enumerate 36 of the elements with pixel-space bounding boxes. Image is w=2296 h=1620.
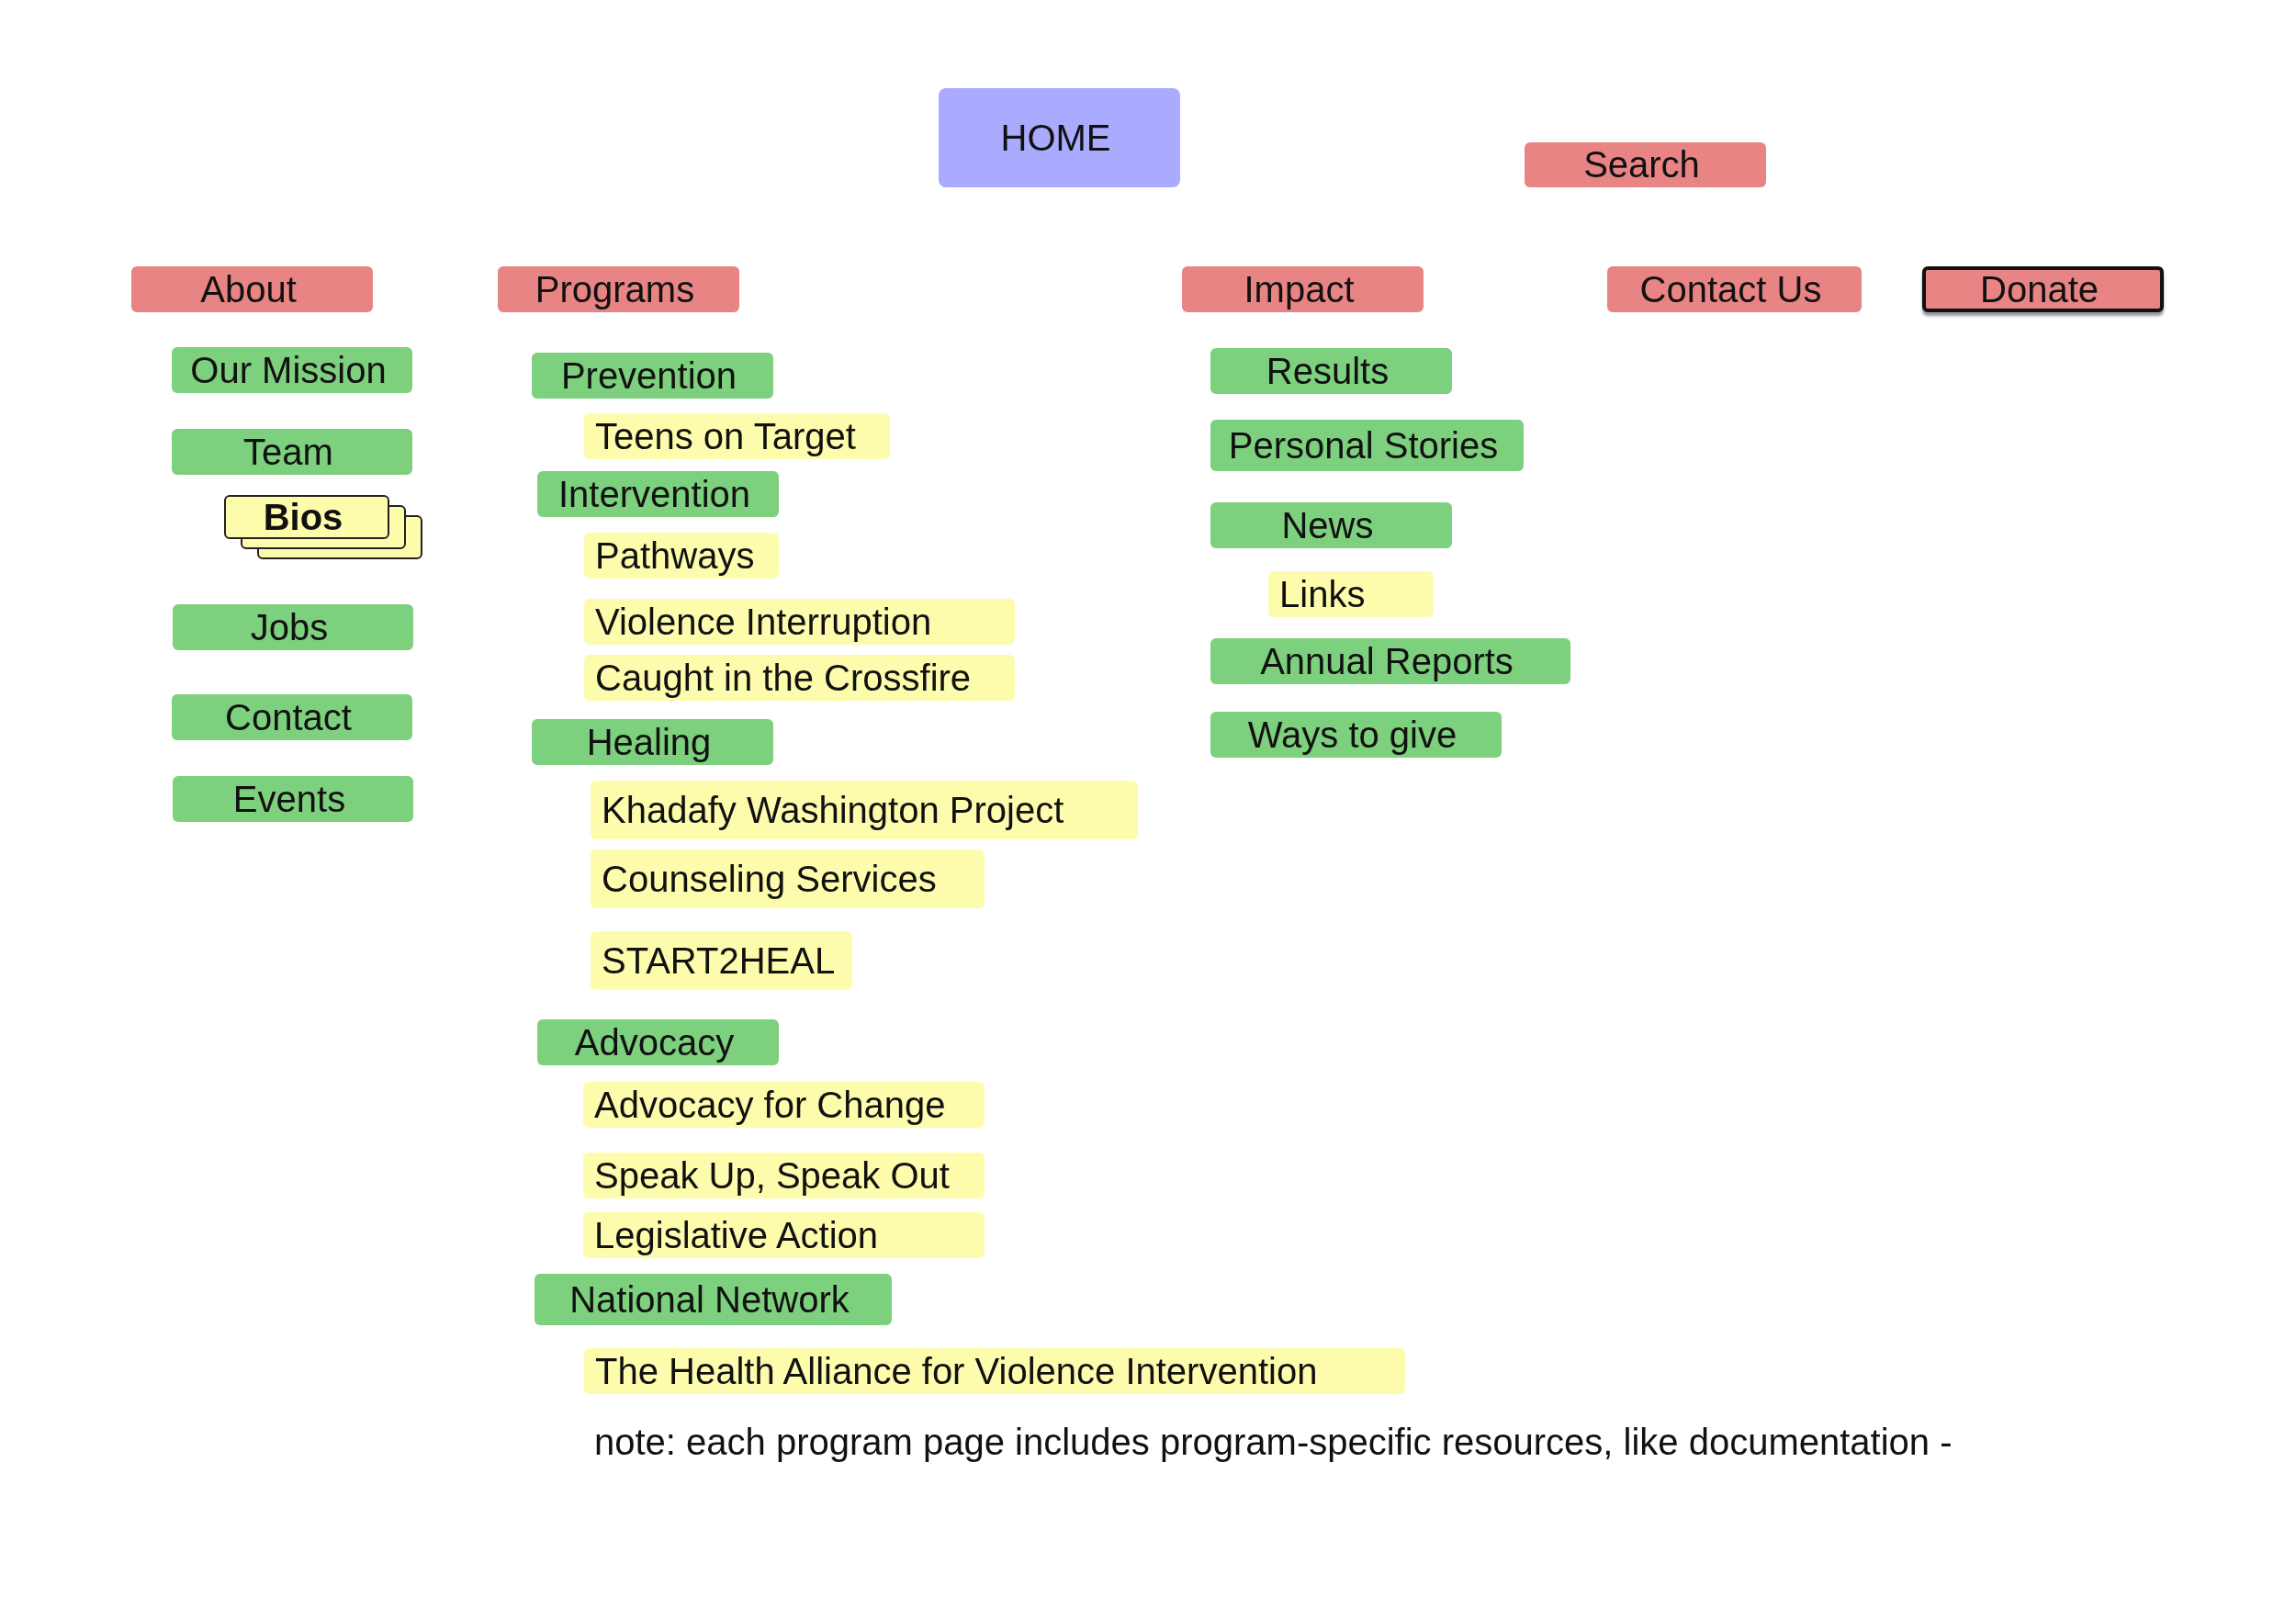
program-page-box: Advocacy for Change — [583, 1082, 985, 1128]
subpage-box: Prevention — [532, 353, 773, 399]
subpage-box: Healing — [532, 719, 773, 765]
subpage-box: Annual Reports — [1210, 638, 1570, 684]
subpage-box: Results — [1210, 348, 1452, 394]
program-page-box: Pathways — [584, 533, 779, 579]
section-page-box: Search — [1525, 142, 1766, 187]
subpage-box: Contact — [172, 694, 412, 740]
subpage-box: Ways to give — [1210, 712, 1502, 758]
subpage-box: Personal Stories — [1210, 420, 1524, 471]
home-page-box: HOME — [939, 88, 1180, 187]
section-page-box: Impact — [1182, 266, 1424, 312]
section-page-box: About — [131, 266, 373, 312]
program-page-box: Caught in the Crossfire — [584, 655, 1015, 701]
subpage-box: Advocacy — [537, 1019, 779, 1065]
subpage-box: Intervention — [537, 471, 779, 517]
stacked-page-box: Bios — [224, 495, 389, 539]
program-page-box: START2HEAL — [591, 931, 852, 990]
subpage-box: National Network — [535, 1274, 892, 1325]
program-page-box: Speak Up, Speak Out — [583, 1153, 985, 1198]
program-page-box: Violence Interruption — [584, 599, 1015, 645]
note-text: note: each program page includes program-specific resources, like documentation - — [594, 1422, 1953, 1463]
program-page-box: Legislative Action — [583, 1212, 985, 1258]
subpage-box: Team — [172, 429, 412, 475]
subpage-box: Our Mission — [172, 347, 412, 393]
subpage-box: News — [1210, 502, 1452, 548]
program-page-box: Links — [1268, 571, 1434, 617]
program-page-box: Teens on Target — [584, 413, 890, 459]
subpage-box: Jobs — [173, 604, 413, 650]
section-page-box: Contact Us — [1607, 266, 1862, 312]
section-page-box: Programs — [498, 266, 739, 312]
subpage-box: Events — [173, 776, 413, 822]
donate-page-box: Donate — [1922, 266, 2164, 312]
program-page-box: Counseling Services — [591, 849, 985, 908]
program-page-box: Khadafy Washington Project — [591, 781, 1138, 839]
program-page-box: The Health Alliance for Violence Intervention — [584, 1348, 1405, 1394]
